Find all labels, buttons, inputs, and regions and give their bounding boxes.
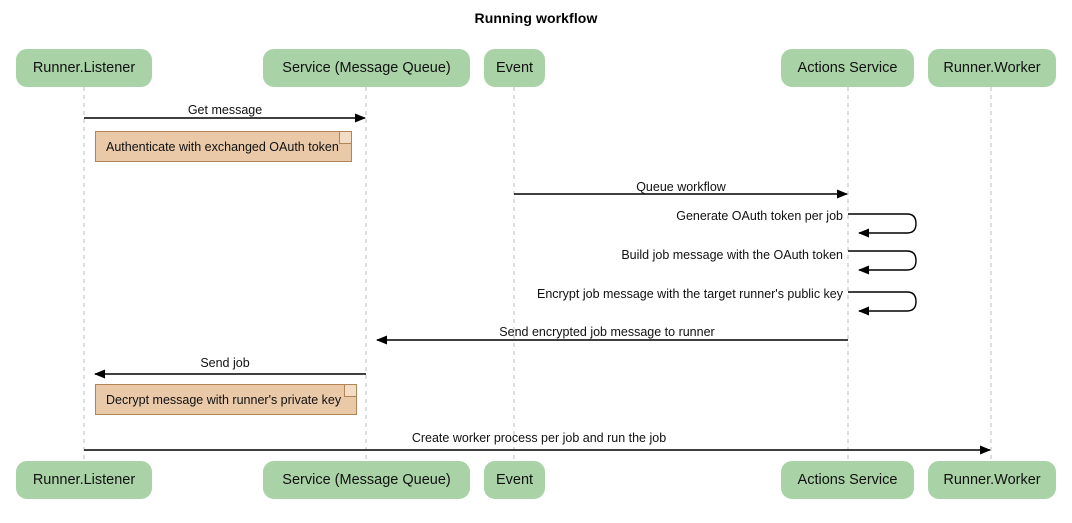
page-title: Running workflow <box>474 10 598 26</box>
participant-actions-service-bottom[interactable]: Actions Service <box>781 461 914 499</box>
note-label: Decrypt message with runner's private ke… <box>106 392 342 407</box>
participant-runner-worker-bottom[interactable]: Runner.Worker <box>928 461 1056 499</box>
message-label-build-job-message-with-the-oauth-token: Build job message with the OAuth token <box>621 248 843 262</box>
participant-runner-listener-top[interactable]: Runner.Listener <box>16 49 152 87</box>
participant-runner-listener-bottom[interactable]: Runner.Listener <box>16 461 152 499</box>
note-label: Authenticate with exchanged OAuth token <box>106 139 339 154</box>
message-label-send-job: Send job <box>200 356 250 370</box>
participant-runner-worker-top[interactable]: Runner.Worker <box>928 49 1056 87</box>
participant-actions-service-top[interactable]: Actions Service <box>781 49 914 87</box>
note-folded-corner-icon <box>344 385 356 397</box>
arrows-group <box>84 113 991 455</box>
message-arrow-encrypt-job-message-with-the-target-runners-public-key <box>848 291 917 316</box>
participant-event-top[interactable]: Event <box>484 49 545 87</box>
message-label-create-worker-process-per-job-and-run-the-job: Create worker process per job and run th… <box>411 431 667 445</box>
message-label-generate-oauth-token-per-job: Generate OAuth token per job <box>676 209 843 223</box>
participant-service-message-queue-bottom[interactable]: Service (Message Queue) <box>263 461 470 499</box>
message-label-send-encrypted-job-message-to-runner: Send encrypted job message to runner <box>499 325 715 339</box>
note-authenticate-with-exchanged-oauth-token: Authenticate with exchanged OAuth token <box>95 131 352 162</box>
participant-event-bottom[interactable]: Event <box>484 461 545 499</box>
message-label-queue-workflow: Queue workflow <box>636 180 726 194</box>
message-arrow-generate-oauth-token-per-job <box>848 213 917 238</box>
note-folded-corner-icon <box>339 132 351 144</box>
lifelines-group <box>83 87 992 461</box>
participant-service-message-queue-top[interactable]: Service (Message Queue) <box>263 49 470 87</box>
message-arrow-build-job-message-with-the-oauth-token <box>848 250 917 275</box>
note-decrypt-message-with-runners-private-key: Decrypt message with runner's private ke… <box>95 384 357 415</box>
message-label-get-message: Get message <box>187 103 263 117</box>
message-label-encrypt-job-message-with-the-target-runners-public-key: Encrypt job message with the target runn… <box>536 287 843 301</box>
